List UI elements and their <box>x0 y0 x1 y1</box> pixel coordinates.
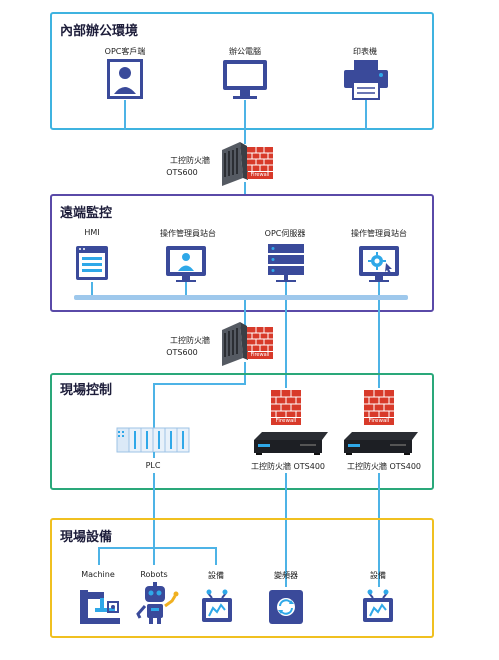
equipment-icon-2 <box>363 589 393 622</box>
firewall-icon-middle <box>247 327 273 359</box>
inverter-label: 變頻器 <box>274 571 298 580</box>
zone-field-devices-title: 現場設備 <box>60 530 113 545</box>
ots400-2-label: 工控防火牆 OTS400 <box>346 462 422 471</box>
remote-bus-bar <box>74 295 408 300</box>
line-to-machine <box>98 547 100 565</box>
machine-label: Machine <box>81 570 115 579</box>
plc-label: PLC <box>145 461 161 470</box>
inverter-icon <box>269 590 303 624</box>
line-ots400-1-down <box>285 473 287 587</box>
line-to-equipment1 <box>215 547 217 565</box>
line-office-pc <box>244 100 246 130</box>
line-remote-to-fw-middle <box>244 300 246 328</box>
firewall-icon-ots400-2 <box>364 390 394 425</box>
equipment-icon-1 <box>202 589 232 622</box>
line-opc-server <box>285 282 287 295</box>
office-pc-icon <box>223 60 267 99</box>
equipment1-label: 設備 <box>208 571 224 580</box>
hmi-icon <box>76 246 108 280</box>
equipment2-label: 設備 <box>370 571 386 580</box>
line-plc-down <box>153 452 155 458</box>
operator-workstation-icon-1 <box>166 246 206 282</box>
line-fw-top-to-remote <box>244 182 246 196</box>
line-printer <box>365 100 367 130</box>
zone-office-title: 內部辦公環境 <box>60 24 139 39</box>
zone-field-control: 現場控制 <box>50 373 434 490</box>
line-ots400-2-down <box>378 473 380 587</box>
zone-field-devices: 現場設備 <box>50 518 434 638</box>
line-opc-client <box>124 100 126 130</box>
ots600-device-icon-middle <box>222 322 248 366</box>
robots-label: Robots <box>140 570 168 579</box>
printer-icon <box>344 60 388 100</box>
firewall-icon-top <box>247 147 273 179</box>
fw-ots400-1-badge: Firewall <box>275 418 297 424</box>
line-fw-mid-to-plc <box>153 383 155 428</box>
workstation2-label: 操作管理員站台 <box>351 229 407 238</box>
opc-client-icon <box>107 59 143 99</box>
ots600-device-icon-top <box>222 142 248 186</box>
workstation1-label: 操作管理員站台 <box>160 229 216 238</box>
fw-top-line2: OTS600 <box>166 168 198 177</box>
line-to-robots <box>153 549 155 565</box>
office-pc-label: 辦公電腦 <box>229 47 261 56</box>
line-office-to-fw <box>244 130 246 144</box>
fw-top-badge: Firewall <box>250 172 270 178</box>
fw-ots400-2-badge: Firewall <box>368 418 390 424</box>
ots400-device-icon-2 <box>344 432 418 455</box>
line-ws2-down <box>378 300 380 388</box>
machine-icon <box>80 590 120 624</box>
operator-workstation-icon-2 <box>359 246 399 282</box>
line-opc-server-down <box>285 300 287 388</box>
line-devices-horizontal <box>98 547 216 549</box>
opc-client-label: OPC客戶端 <box>104 47 146 56</box>
fw-mid-badge: Firewall <box>250 352 270 358</box>
ots400-device-icon-1 <box>254 432 328 455</box>
fw-mid-line2: OTS600 <box>166 348 198 357</box>
line-fw-mid-horizontal <box>153 383 246 385</box>
firewall-icon-ots400-1 <box>271 390 301 425</box>
line-plc-to-devices <box>153 473 155 548</box>
line-ws2 <box>378 282 380 295</box>
line-ws1 <box>185 282 187 295</box>
opc-server-label: OPC伺服器 <box>264 229 306 238</box>
ots400-1-label: 工控防火牆 OTS400 <box>250 462 326 471</box>
fw-mid-line1: 工控防火牆 <box>170 336 210 345</box>
zone-field-control-title: 現場控制 <box>60 383 113 398</box>
robot-icon <box>136 582 179 624</box>
plc-icon <box>116 427 190 453</box>
printer-label: 印表機 <box>353 47 377 56</box>
zone-remote-title: 遠端監控 <box>60 206 113 221</box>
line-hmi <box>91 282 93 295</box>
fw-top-line1: 工控防火牆 <box>170 156 210 165</box>
hmi-label: HMI <box>84 228 100 237</box>
opc-server-icon <box>268 244 304 282</box>
